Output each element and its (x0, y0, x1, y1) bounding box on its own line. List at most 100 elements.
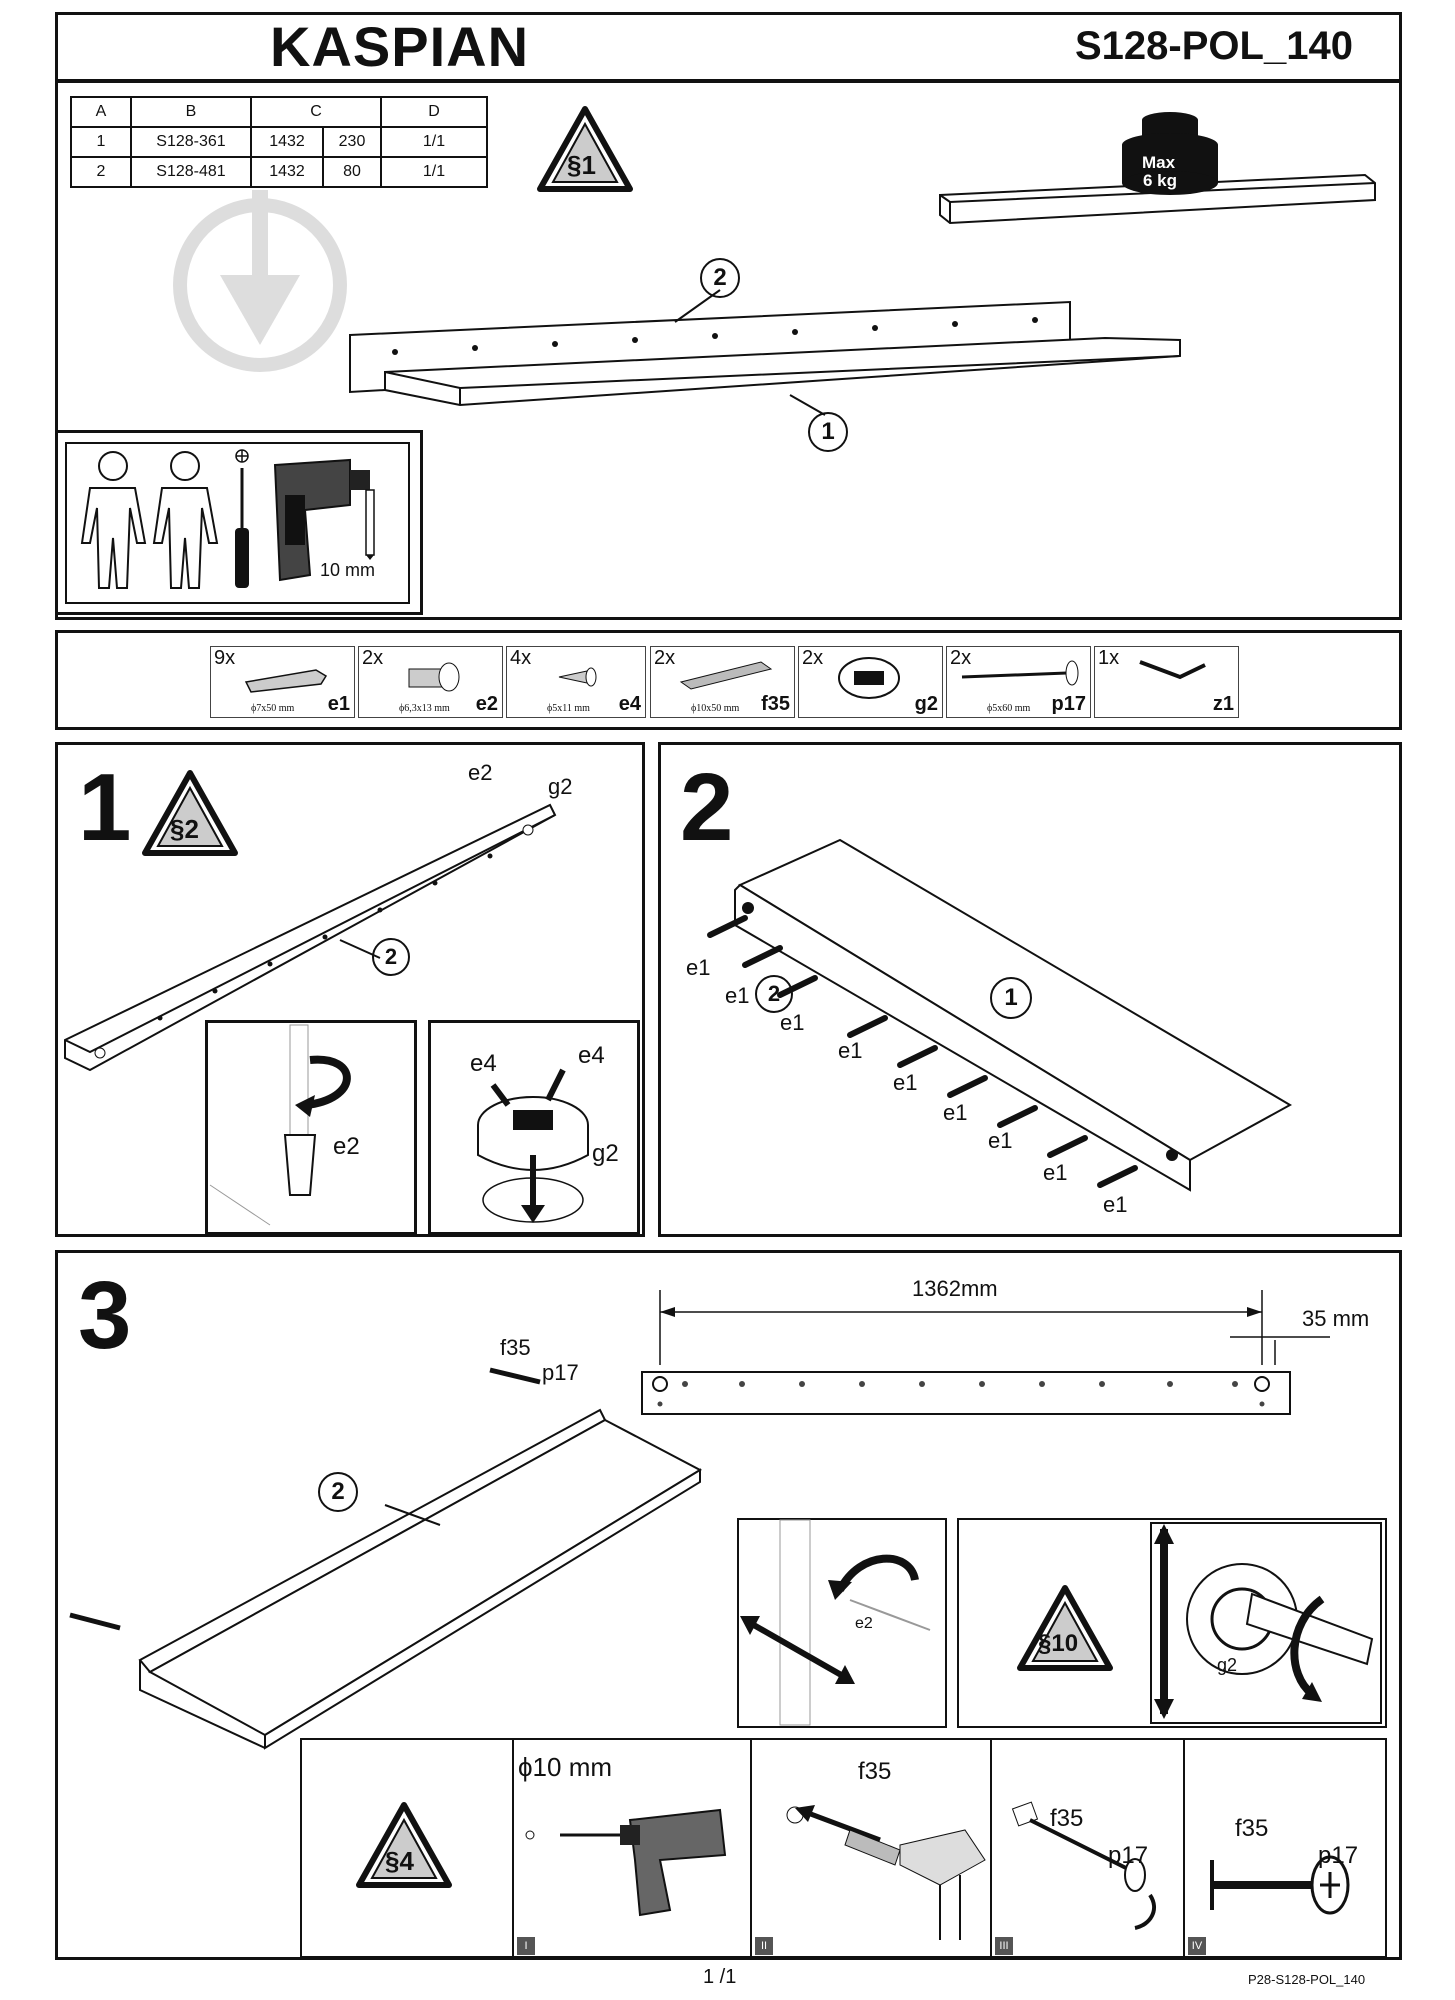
hardware-label-f35: f35 (500, 1335, 531, 1360)
warning-triangle-icon (356, 1802, 452, 1888)
warning-label: §1 (567, 150, 596, 180)
hardware-dim: ϕ5x60 mm (987, 703, 1031, 714)
screw-insert-illustration (1011, 1801, 1156, 1930)
hardware-label-e1: e1 (1103, 1192, 1128, 1217)
detail-g2-mount-frame (957, 1518, 1387, 1728)
dowel-icon (244, 669, 328, 693)
drilling-illustration (525, 1808, 727, 1917)
hardware-code: p17 (1051, 693, 1086, 715)
step-3-frame (55, 1250, 1402, 1960)
max-load-label: Max (1142, 153, 1176, 172)
hardware-label-p17: p17 (1108, 1842, 1149, 1869)
hardware-code: f35 (761, 693, 790, 715)
hardware-count: 2x (362, 647, 384, 669)
step-1-frame (55, 742, 645, 1237)
substeps-frame (300, 1738, 1387, 1958)
detail-e2-frame (205, 1020, 417, 1235)
product-code: S128-POL_140 (1075, 24, 1353, 68)
max-load-value: 6 kg (1143, 171, 1178, 190)
hardware-label-e1: e1 (780, 1010, 805, 1035)
mounted-screw-illustration (1210, 1855, 1350, 1915)
table-header: B (130, 96, 252, 128)
table-cell: S128-361 (130, 126, 252, 158)
hardware-item-z1: 1x z1 (1094, 646, 1239, 718)
hardware-count: 2x (654, 647, 676, 669)
hardware-code: e1 (327, 693, 350, 715)
hardware-item-p17: 2x ϕ5x60 mm p17 (946, 646, 1091, 718)
two-persons-icon (80, 451, 219, 589)
connector-screw-icon (408, 662, 460, 692)
wall-plug-insert-illustration (786, 1805, 986, 1940)
hardware-label-e1: e1 (988, 1128, 1013, 1153)
cam-lock-icon (838, 657, 900, 699)
callout-two: 2 (318, 1472, 358, 1512)
hardware-label-p17: p17 (542, 1360, 579, 1385)
hardware-code: g2 (914, 693, 938, 715)
table-cell: 1/1 (380, 156, 488, 188)
hardware-label-e4: e4 (578, 1042, 605, 1069)
hardware-count: 1x (1098, 647, 1120, 669)
step-2-frame (658, 742, 1402, 1237)
hardware-count: 4x (510, 647, 532, 669)
hardware-code: e2 (475, 693, 498, 715)
hardware-count: 9x (214, 647, 236, 669)
product-title: KASPIAN (270, 15, 530, 78)
table-cell: 1/1 (380, 126, 488, 158)
step-number: 1 (78, 754, 132, 861)
shelf-mount-diagram (69, 1367, 703, 1750)
mounting-dimension-diagram (641, 1290, 1330, 1415)
hardware-item-e4: 4x ϕ5x11 mm e4 (506, 646, 646, 718)
dowel-row-diagram (707, 915, 1138, 1188)
table-header: C (250, 96, 382, 128)
table-cell: 1432 (249, 156, 325, 188)
tools-inner-frame (65, 442, 410, 604)
table-cell: 1 (70, 126, 132, 158)
side-panel-diagram (64, 803, 557, 1072)
hardware-item-g2: 2x g2 (798, 646, 943, 718)
max-load-illustration (939, 112, 1376, 225)
overview-frame (55, 80, 1402, 620)
hardware-dim: ϕ7x50 mm (251, 703, 295, 714)
shelf-overview-diagram (349, 289, 1181, 416)
drill-bit-size: 10 mm (320, 560, 376, 580)
hardware-label-p17: p17 (1318, 1842, 1359, 1869)
detail-g2-frame (428, 1020, 640, 1235)
hardware-label-e2: e2 (333, 1133, 360, 1160)
hardware-label-e1: e1 (943, 1100, 968, 1125)
hardware-label-e2: e2 (468, 760, 493, 785)
cam-lock-detail (477, 1068, 589, 1223)
hardware-label-e1: e1 (838, 1038, 863, 1063)
hardware-item-f35: 2x ϕ10x50 mm f35 (650, 646, 795, 718)
warning-label: §2 (170, 814, 199, 844)
page-number: 1 /1 (703, 1966, 737, 1988)
hardware-label-g2: g2 (592, 1140, 619, 1167)
drill-bit-icon (365, 489, 375, 560)
hardware-label-e1: e1 (686, 955, 711, 980)
hardware-code: z1 (1212, 693, 1234, 715)
table-cell: S128-481 (130, 156, 252, 188)
table-cell: 1432 (249, 126, 325, 158)
substep-marker: II (755, 1937, 773, 1955)
hardware-code: e4 (618, 693, 641, 715)
warning-label: §4 (385, 1846, 414, 1876)
cam-lock-zoom-frame (1150, 1522, 1382, 1724)
table-header: A (70, 96, 132, 128)
substep-divider (750, 1738, 752, 1958)
dimension-long: 1362mm (912, 1276, 998, 1301)
hardware-dim: ϕ10x50 mm (691, 703, 740, 714)
hardware-label-f35: f35 (1235, 1815, 1269, 1842)
cam-lock-rotate-detail (1154, 1524, 1374, 1719)
hardware-label-g2: g2 (548, 774, 573, 799)
hardware-item-e1: 9x ϕ7x50 mm e1 (210, 646, 355, 718)
hardware-label-g2: g2 (1217, 1655, 1238, 1675)
small-screw-icon (558, 667, 597, 687)
hardware-label-e1: e1 (725, 983, 750, 1008)
screw-rotate-detail (740, 1519, 931, 1726)
warning-label: §10 (1038, 1630, 1079, 1657)
hardware-label-f35: f35 (1050, 1805, 1084, 1832)
table-row: 2 S128-481 1432 80 1/1 (70, 156, 488, 188)
hardware-dim: ϕ5x11 mm (547, 703, 590, 714)
screw-insert-detail (209, 1024, 351, 1226)
callout-two: 2 (700, 258, 740, 298)
long-screw-icon (961, 660, 1079, 686)
